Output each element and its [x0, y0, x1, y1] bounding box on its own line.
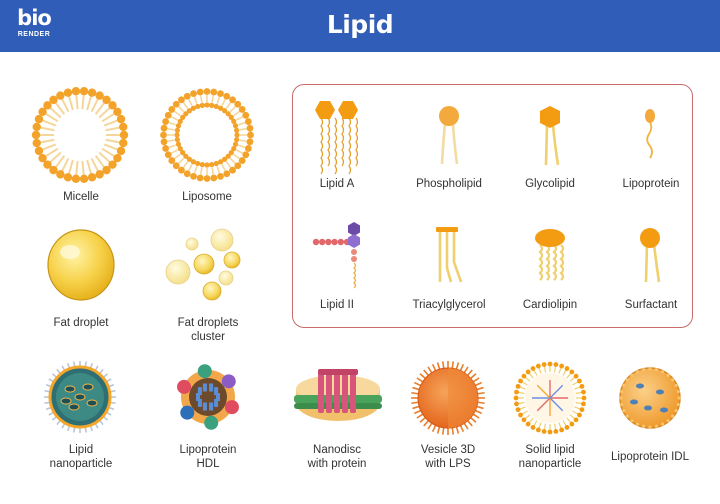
cardiolipin-label: Cardiolipin — [522, 299, 578, 311]
nanodisc-label: Nanodisc with protein — [307, 444, 367, 470]
lipid-ii-label: Lipid II — [320, 299, 354, 311]
header-bar: bio RENDER Lipid — [0, 0, 720, 52]
lipid-types-panel — [292, 84, 693, 328]
liposome-label: Liposome — [182, 191, 232, 203]
lipoprotein-hdl-label: Lipoprotein HDL — [179, 444, 237, 470]
page-title: Lipid — [326, 10, 394, 39]
logo-text: bio — [17, 6, 52, 30]
logo-subtext: RENDER — [17, 31, 51, 38]
solid-lipid-nanoparticle-label: Solid lipid nanoparticle — [518, 444, 582, 470]
glycolipid-label: Glycolipid — [525, 178, 575, 190]
fat-droplet-label: Fat droplet — [53, 317, 109, 329]
fat-droplets-cluster-label: Fat droplets cluster — [177, 317, 239, 343]
lipid-a-label: Lipid A — [319, 178, 355, 190]
lipid-nanoparticle-label: Lipid nanoparticle — [49, 444, 113, 470]
lipoprotein-idl-label: Lipoprotein IDL — [611, 451, 689, 463]
phospholipid-label: Phospholipid — [416, 178, 482, 190]
vesicle-lps-label: Vesicle 3D with LPS — [420, 444, 476, 470]
biorender-logo[interactable]: bio RENDER — [10, 6, 58, 46]
surfactant-label: Surfactant — [624, 299, 678, 311]
lipoprotein-label: Lipoprotein — [622, 178, 680, 190]
micelle-label: Micelle — [63, 191, 99, 203]
triacylglycerol-label: Triacylglycerol — [412, 299, 486, 311]
